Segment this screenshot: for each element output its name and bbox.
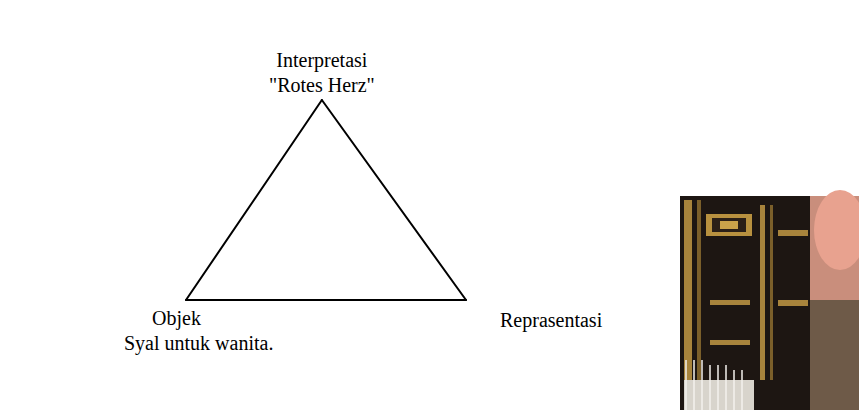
triangle-side [186,100,322,300]
gold-stripe [684,200,692,380]
photo-background [810,300,859,410]
triangle-side [186,299,466,301]
gold-stripe [697,200,701,380]
gold-stripe [710,340,750,345]
concept-name: Interpretasi [269,48,375,73]
gold-stripe [778,300,808,306]
gold-stripe [778,230,808,236]
concept-label: Reprasentasi [466,300,606,333]
scarf-cloth [680,196,810,410]
concept-note: Syal untuk wanita. [124,331,273,356]
person-arm [814,190,859,270]
gold-motif [720,221,738,229]
gold-stripe [770,205,773,380]
gold-motif [712,218,746,232]
loom-threads [686,360,742,410]
gold-stripe [710,300,750,305]
concept-label: Interpretasi"Rotes Herz" [263,48,381,100]
concept-name: Reprasentasi [500,308,602,333]
triangle-side [322,100,466,300]
concept-label: ObjekSyal untuk wanita. [120,300,277,356]
concept-note: "Rotes Herz" [269,73,375,98]
gold-stripe [760,205,765,380]
concept-name: Objek [152,306,273,331]
gold-motif [706,214,752,236]
